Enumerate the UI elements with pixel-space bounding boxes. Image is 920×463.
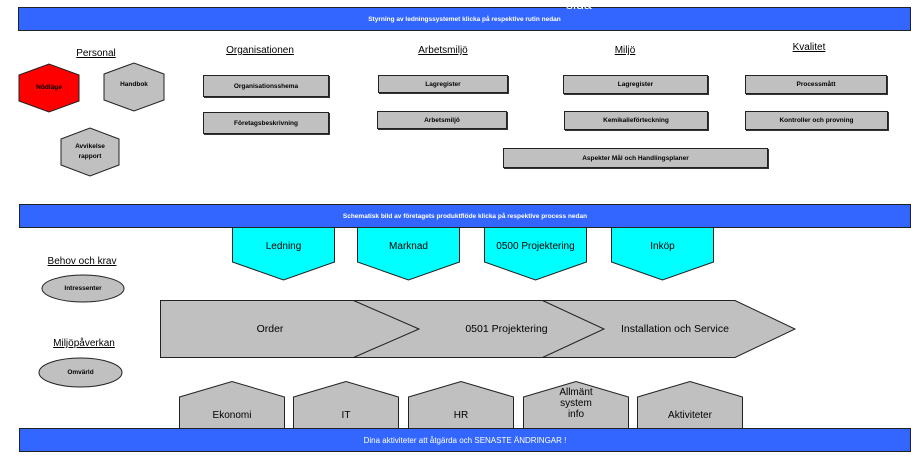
hex-nodlage[interactable]: Nödläge [18,63,80,113]
heading-miljopaverkan: Miljöpåverkan [53,338,115,349]
process-input-inkop-label: Inköp [650,241,675,252]
process-input-ledning[interactable]: Ledning [232,227,335,281]
pentagon-shape [611,227,714,281]
bottom-banner-text: Dina aktiviteter att åtgärda och SENASTE… [363,435,567,445]
btn-organisationsshema-label: Organisationsshema [233,82,299,90]
bottom-banner[interactable]: Dina aktiviteter att åtgärda och SENASTE… [19,428,911,452]
btn-arbetsmiljo-lagregister-label: Lagregister [425,80,461,88]
btn-kemikalieforteckning-label: Kemikalieförteckning [603,117,669,124]
process-input-0500-projektering-label: 0500 Projektering [496,241,575,252]
process-input-inkop[interactable]: Inköp [611,227,714,281]
heading-arbetsmiljo: Arbetsmiljö [418,45,468,56]
house-shape [179,380,285,429]
ellipse-omvarld-label: Omvärld [67,369,94,376]
house-shape [408,380,514,429]
btn-processmatt-label: Processmått [796,81,836,88]
top-banner-text: Styrning av ledningssystemet klicka på r… [368,15,561,23]
hex-avvikelse-rapport[interactable]: Avvikelse rapport [60,127,120,177]
support-aktiviteter-label: Aktiviteter [668,410,712,421]
btn-organisationsshema[interactable]: Organisationsshema [203,75,329,97]
process-0501-projektering[interactable]: 0501 Projektering [353,300,611,358]
btn-kontroller-och-provning-label: Kontroller och provning [779,117,854,124]
support-ekonomi[interactable]: Ekonomi [179,380,285,429]
support-ekonomi-label: Ekonomi [212,410,252,421]
ellipse-shape [41,274,125,303]
btn-aspekter-mal-handlingsplaner[interactable]: Aspekter Mål och Handlingsplaner [503,148,768,168]
btn-arbetsmiljo-label: Arbetsmiljö [424,116,460,124]
pentagon-shape [484,227,587,281]
house-shape [523,380,629,429]
arrow-shape [542,300,797,358]
process-installation-och-service[interactable]: Installation och Service [542,300,797,358]
middle-banner[interactable]: Schematisk bild av företagets produktflö… [19,204,911,228]
heading-organisationen: Organisationen [226,45,294,56]
process-0501-projektering-label: 0501 Projektering [465,323,548,335]
hex-avvikelse-rapport-label: Avvikelse rapport [75,143,105,160]
btn-kontroller-och-provning[interactable]: Kontroller och provning [745,111,888,130]
hexagon-shape [60,127,120,177]
support-it-label: IT [341,410,351,421]
process-order-label: Order [256,323,284,335]
hex-nodlage-label: Nödläge [36,84,62,91]
process-input-0500-projektering[interactable]: 0500 Projektering [484,227,587,281]
btn-foretagsbeskrivning[interactable]: Företagsbeskrivning [203,112,329,134]
btn-kemikalieforteckning[interactable]: Kemikalieförteckning [564,111,708,130]
btn-miljo-lagregister-label: Lagregister [617,81,654,88]
middle-banner-text: Schematisk bild av företagets produktflö… [342,212,588,220]
btn-processmatt[interactable]: Processmått [745,75,887,94]
ellipse-omvarld[interactable]: Omvärld [38,357,123,388]
ellipse-intressenter[interactable]: Intressenter [41,274,125,303]
heading-behov-och-krav: Behov och krav [47,256,117,267]
btn-arbetsmiljo[interactable]: Arbetsmiljö [377,111,507,129]
house-shape [293,380,399,429]
process-input-marknad-label: Marknad [389,241,428,252]
support-hr-label: HR [453,410,469,421]
ellipse-intressenter-label: Intressenter [64,285,102,292]
hex-handbok-label: Handbok [120,81,148,88]
heading-personal: Personal [76,48,116,59]
ellipse-shape [38,357,123,388]
pentagon-shape [357,227,460,281]
top-banner[interactable]: Styrning av ledningssystemet klicka på r… [18,7,911,31]
heading-kvalitet: Kvalitet [792,42,826,53]
hexagon-shape [103,62,165,112]
btn-aspekter-mal-handlingsplaner-label: Aspekter Mål och Handlingsplaner [582,154,689,162]
heading-miljo: Miljö [614,45,636,56]
process-input-ledning-label: Ledning [265,241,302,252]
btn-foretagsbeskrivning-label: Företagsbeskrivning [234,119,298,127]
process-installation-och-service-label: Installation och Service [621,323,729,335]
support-allmant-system-info-label: Allmänt system info [559,387,593,420]
hexagon-shape [18,63,80,113]
btn-miljo-lagregister[interactable]: Lagregister [563,75,708,94]
overlay-text: sida [566,0,592,12]
support-aktiviteter[interactable]: Aktiviteter [637,380,743,429]
house-shape [637,380,743,429]
support-it[interactable]: IT [293,380,399,429]
process-input-marknad[interactable]: Marknad [357,227,460,281]
support-hr[interactable]: HR [408,380,514,429]
pentagon-shape [232,227,335,281]
support-allmant-system-info[interactable]: Allmänt system info [523,380,629,429]
btn-arbetsmiljo-lagregister[interactable]: Lagregister [378,75,508,93]
hex-handbok[interactable]: Handbok [103,62,165,112]
